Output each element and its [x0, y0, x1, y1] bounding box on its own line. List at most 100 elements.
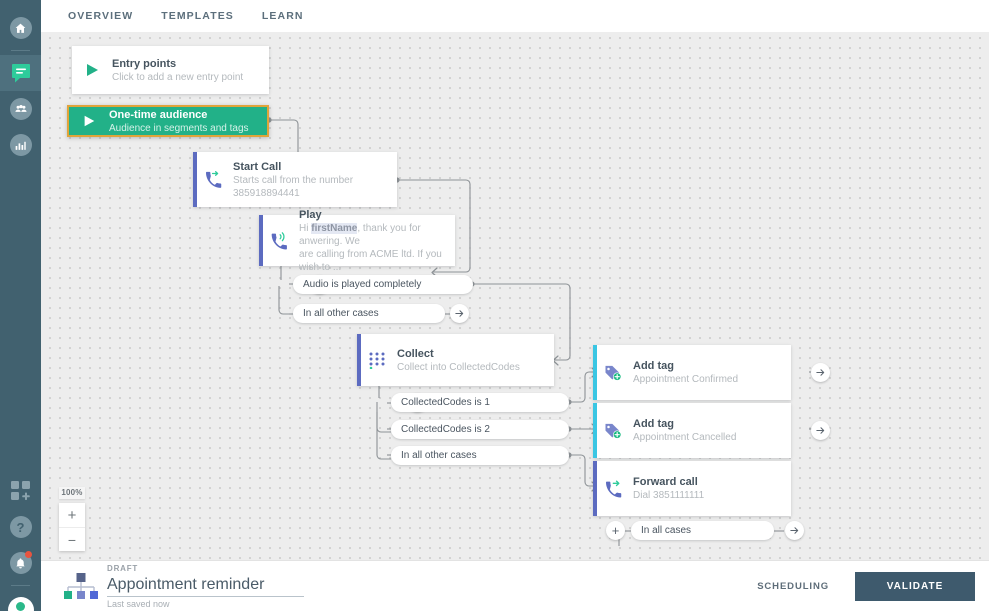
keypad-icon	[357, 351, 397, 369]
endpoint-in-all-cases[interactable]	[785, 521, 804, 540]
forward-call-icon	[593, 479, 633, 499]
node-text: One-time audience Audience in segments a…	[109, 108, 259, 135]
home-icon	[9, 17, 32, 39]
flow-canvas[interactable]: Entry points Click to add a new entry po…	[41, 32, 989, 560]
status-badge: DRAFT	[107, 563, 139, 573]
tab-learn[interactable]: LEARN	[261, 10, 304, 22]
messages-icon	[9, 61, 33, 85]
flow-diagram-icon	[59, 571, 101, 601]
branch-collectedcodes-is-1[interactable]: CollectedCodes is 1	[391, 393, 569, 412]
sidebar-item-audience[interactable]	[0, 91, 41, 127]
node-title: One-time audience	[109, 108, 208, 121]
node-title: Play	[299, 208, 322, 221]
bottom-bar: DRAFT Appointment reminder Last saved no…	[41, 560, 989, 611]
top-navigation: OVERVIEW TEMPLATES LEARN	[41, 0, 989, 32]
node-text: Play Hi firstName, thank you for anwerin…	[299, 208, 455, 274]
branch-collectedcodes-is-2[interactable]: CollectedCodes is 2	[391, 420, 569, 439]
node-add-tag-confirmed[interactable]: Add tag Appointment Confirmed	[593, 345, 791, 400]
node-one-time-audience[interactable]: One-time audience Audience in segments a…	[67, 105, 269, 137]
validate-button[interactable]: VALIDATE	[855, 571, 975, 601]
branch-label: Audio is played completely	[303, 279, 422, 290]
branch-audio-played-completely[interactable]: Audio is played completely	[293, 275, 473, 294]
endpoint-add-tag-cancelled[interactable]	[811, 421, 830, 440]
branch-label: In all other cases	[401, 450, 477, 461]
branch-label: CollectedCodes is 1	[401, 397, 490, 408]
node-title: Collect	[397, 347, 434, 360]
node-accent	[593, 461, 597, 516]
node-entry-points[interactable]: Entry points Click to add a new entry po…	[72, 46, 269, 94]
add-branch-forward-call[interactable]: +	[606, 521, 625, 540]
node-subtitle: Appointment Confirmed	[633, 374, 739, 385]
node-accent	[357, 334, 361, 386]
rail-divider	[11, 50, 30, 51]
node-title: Entry points	[112, 57, 177, 70]
tab-overview[interactable]: OVERVIEW	[68, 10, 134, 22]
sidebar-item-home[interactable]	[0, 10, 41, 46]
last-saved-label: Last saved now	[107, 598, 170, 609]
branch-play-all-other-cases[interactable]: In all other cases	[293, 304, 445, 323]
analytics-icon	[9, 134, 32, 156]
node-subtitle: Audience in segments and tags	[109, 122, 249, 134]
notification-badge	[25, 551, 32, 558]
scheduling-button[interactable]: SCHEDULING	[757, 580, 829, 592]
plus-icon: +	[611, 523, 620, 538]
help-icon: ?	[9, 516, 32, 538]
zoom-in-button[interactable]: +	[67, 506, 77, 524]
node-title: Add tag	[633, 360, 674, 372]
node-add-tag-cancelled[interactable]: Add tag Appointment Cancelled	[593, 403, 791, 458]
flow-stage: Entry points Click to add a new entry po…	[41, 32, 989, 560]
sidebar-item-apps[interactable]	[0, 473, 41, 509]
node-collect[interactable]: Collect Collect into CollectedCodes	[357, 334, 554, 386]
add-tag-icon	[593, 363, 633, 383]
add-tag-icon	[593, 421, 633, 441]
play-text-pre: Hi	[299, 222, 312, 234]
flow-title-input[interactable]: Appointment reminder	[107, 574, 305, 597]
node-text: Entry points Click to add a new entry po…	[112, 57, 253, 84]
node-title: Forward call	[633, 476, 698, 488]
node-subtitle: Appointment Cancelled	[633, 432, 737, 443]
account-avatar[interactable]	[0, 590, 41, 611]
branch-collect-all-other-cases[interactable]: In all other cases	[391, 446, 569, 465]
sidebar-item-help[interactable]: ?	[0, 509, 41, 545]
node-text: Start Call Starts call from the number 3…	[233, 160, 363, 200]
node-subtitle-line2: are calling from ACME ltd. If you wish t…	[299, 248, 442, 273]
apps-add-icon	[10, 480, 32, 502]
branch-in-all-cases[interactable]: In all cases	[631, 521, 774, 540]
branch-label: CollectedCodes is 2	[401, 424, 490, 435]
sidebar-item-messages[interactable]	[0, 55, 41, 91]
node-subtitle: Hi firstName, thank you for anwering. We	[299, 222, 445, 248]
node-text: Add tag Appointment Cancelled	[633, 417, 746, 444]
branch-endpoint-play-other[interactable]	[450, 304, 469, 323]
sidebar-item-analytics[interactable]	[0, 127, 41, 163]
node-subtitle: Starts call from the number	[233, 174, 354, 186]
tab-templates[interactable]: TEMPLATES	[161, 10, 234, 22]
node-title: Start Call	[233, 160, 282, 173]
endpoint-add-tag-confirmed[interactable]	[811, 363, 830, 382]
node-subtitle-number: 385918894441	[233, 187, 300, 199]
node-start-call[interactable]: Start Call Starts call from the number 3…	[193, 152, 397, 207]
node-accent	[193, 152, 197, 207]
node-text: Collect Collect into CollectedCodes	[397, 347, 530, 374]
zoom-controls: 100% + −	[59, 487, 85, 551]
node-accent	[259, 215, 263, 266]
play-audio-call-icon	[259, 231, 299, 251]
zoom-out-button[interactable]: −	[59, 527, 85, 551]
audience-icon	[9, 98, 32, 120]
node-forward-call[interactable]: Forward call Dial 3851111111	[593, 461, 791, 516]
play-text-post: , thank you for anwering. We	[299, 222, 421, 247]
left-rail: ?	[0, 0, 41, 611]
play-triangle-icon	[69, 114, 109, 128]
zoom-level: 100%	[59, 487, 85, 499]
node-accent	[593, 403, 597, 458]
sidebar-item-notifications[interactable]	[0, 545, 41, 581]
avatar	[7, 597, 34, 611]
node-title: Add tag	[633, 418, 674, 430]
node-subtitle: Collect into CollectedCodes	[397, 361, 520, 373]
node-subtitle: Dial 3851111111	[633, 490, 705, 501]
outgoing-call-icon	[193, 170, 233, 190]
node-play[interactable]: Play Hi firstName, thank you for anwerin…	[259, 209, 455, 273]
play-text-variable: firstName	[311, 222, 358, 234]
rail-divider-bottom	[11, 585, 30, 586]
node-text: Forward call Dial 3851111111	[633, 475, 714, 502]
